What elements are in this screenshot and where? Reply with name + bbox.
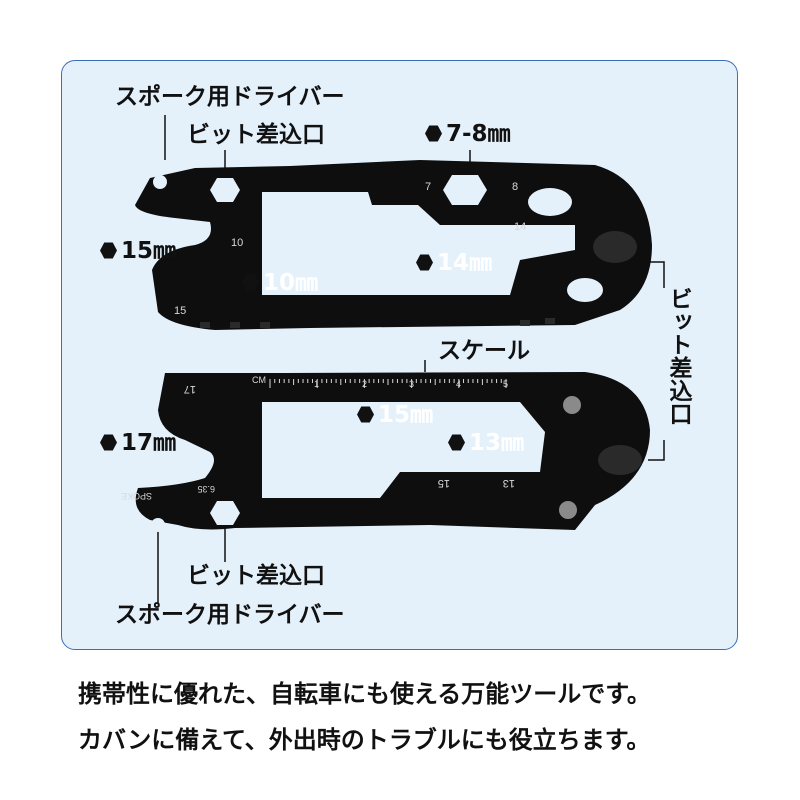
ruler-4: 4 — [456, 379, 461, 389]
engravings: 7 8 14 10 15 CM 1 2 3 4 5 17 6.35 15 13 … — [121, 181, 526, 501]
top-tool — [135, 160, 652, 330]
caption-line-1: 携帯性に優れた、自転車にも使える万能ツールです。 — [78, 680, 651, 708]
label-hex-13: 13㎜ — [448, 432, 524, 455]
label-bit-socket-right: ビット差込口 — [665, 287, 691, 425]
label-hex-7-8: 7-8㎜ — [425, 123, 511, 146]
ruler-3: 3 — [409, 379, 414, 389]
engraving-14: 14 — [514, 221, 526, 233]
engraving-8: 8 — [512, 181, 518, 193]
label-scale: スケール — [438, 338, 530, 364]
label-hex-15-bottom: 15㎜ — [357, 404, 433, 427]
engraving-15: 15 — [174, 305, 186, 317]
engraving-13: 13 — [503, 477, 515, 489]
hex-icon — [425, 125, 442, 142]
hex-icon — [416, 254, 433, 271]
label-bit-socket-top: ビット差込口 — [187, 122, 325, 148]
hex-icon — [100, 242, 117, 259]
label-hex-14: 14㎜ — [416, 252, 492, 275]
label-hex-15-top: 15㎜ — [100, 240, 176, 263]
label-spoke-driver-bottom: スポーク用ドライバー — [115, 602, 345, 628]
leader-lines — [157, 115, 665, 603]
label-bit-socket-bottom: ビット差込口 — [187, 563, 325, 589]
hex-icon — [357, 406, 374, 423]
caption-line-2: カバンに備えて、外出時のトラブルにも役立ちます。 — [78, 726, 651, 754]
bottom-tool — [135, 372, 650, 532]
ruler-ticks — [269, 379, 507, 388]
hex-icon — [100, 434, 117, 451]
engraving-15b: 15 — [438, 477, 450, 489]
ruler-5: 5 — [503, 379, 508, 389]
ruler-1: 1 — [314, 379, 319, 389]
ruler-2: 2 — [362, 379, 367, 389]
label-hex-17: 17㎜ — [100, 432, 176, 455]
engraving-17: 17 — [184, 383, 196, 395]
label-hex-10: 10㎜ — [242, 272, 318, 295]
info-panel — [61, 60, 738, 650]
hex-icon — [448, 434, 465, 451]
engraving-cm: CM — [252, 375, 266, 385]
engraving-635: 6.35 — [197, 484, 215, 494]
engraving-7: 7 — [425, 181, 431, 193]
label-spoke-driver-top: スポーク用ドライバー — [115, 84, 345, 110]
engraving-spoke: SPOKE — [121, 491, 152, 501]
hex-icon — [242, 274, 259, 291]
engraving-10: 10 — [231, 237, 243, 249]
